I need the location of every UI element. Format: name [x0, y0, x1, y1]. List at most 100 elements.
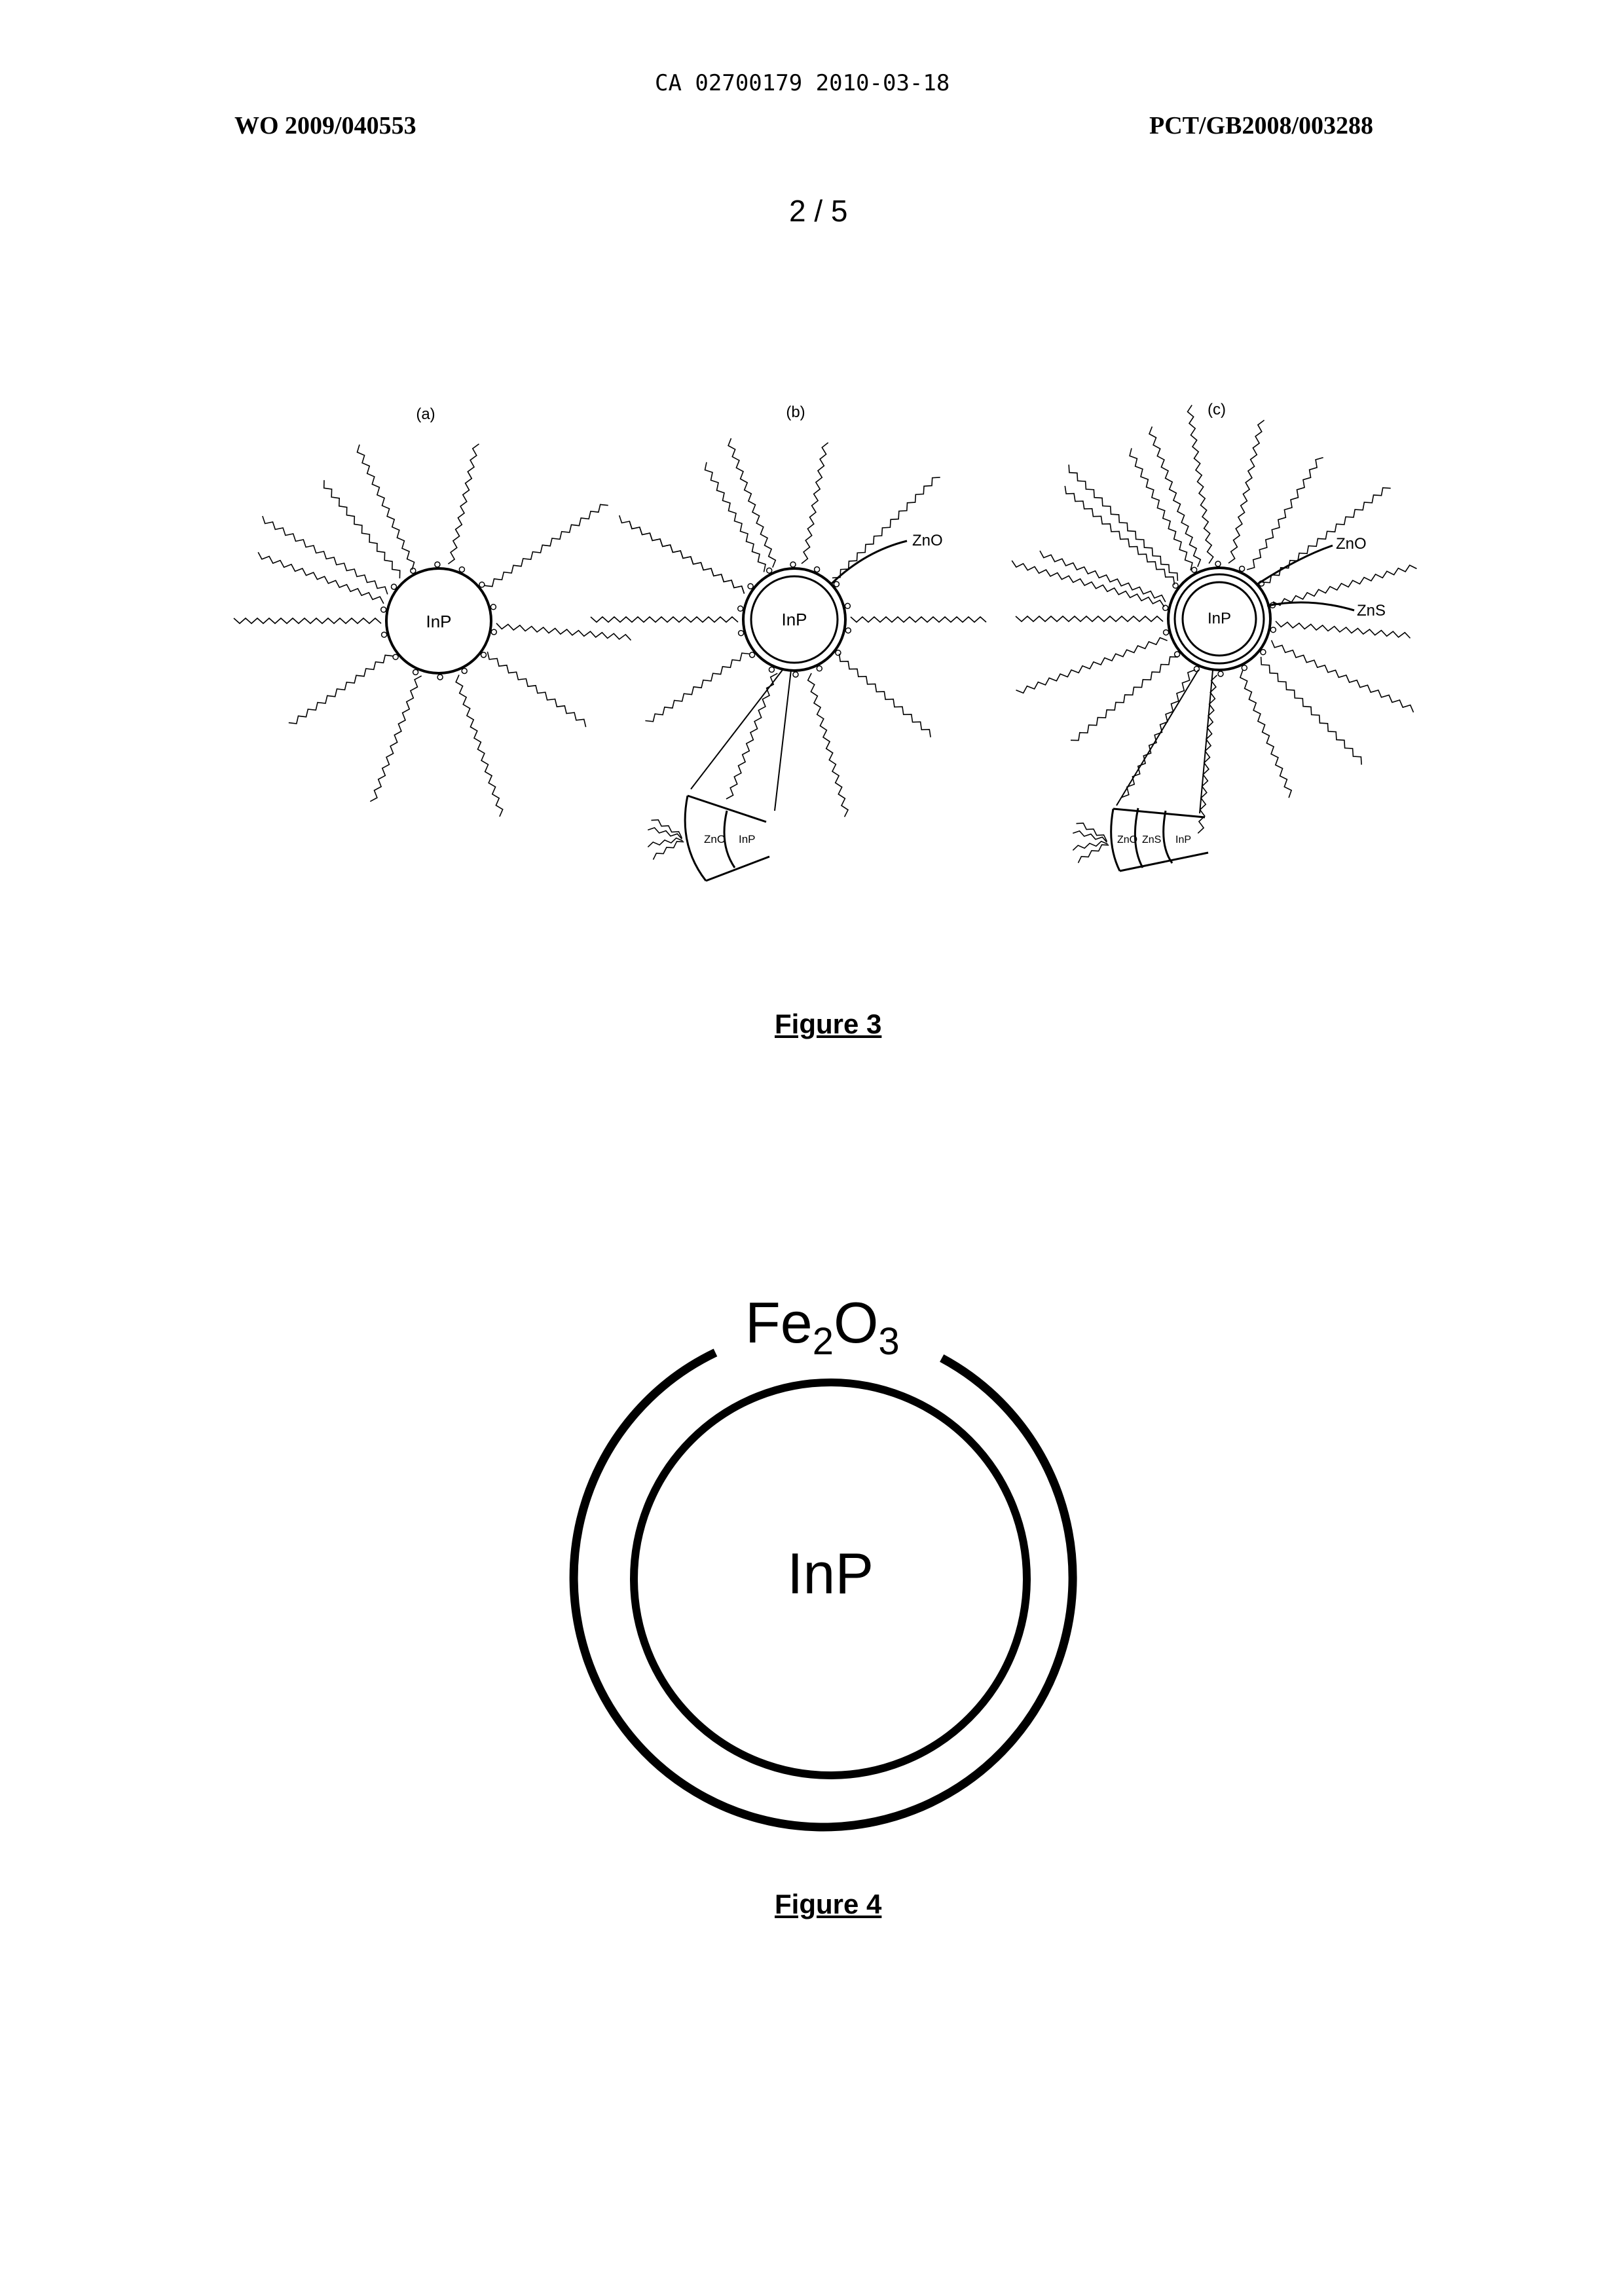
surface-group	[769, 667, 774, 673]
surface-group	[845, 628, 851, 633]
fe2o3-middle: O	[834, 1290, 878, 1355]
surface-group	[748, 583, 753, 589]
ligand-chain	[1276, 621, 1411, 639]
ligand-chain	[496, 623, 631, 640]
surface-group	[817, 666, 822, 671]
surface-group	[815, 567, 820, 572]
inset-ligand-chain	[1073, 831, 1107, 842]
fig4-core-label: InP	[787, 1541, 874, 1606]
surface-group	[1215, 561, 1221, 566]
ligand-chain	[802, 443, 828, 564]
figure-4-drawing: InP Fe2O3	[0, 1270, 1624, 1860]
panel-c-tag: (c)	[1208, 401, 1226, 418]
ligand-chain	[1012, 561, 1164, 607]
ligand-chain	[448, 444, 479, 564]
panel-c-zno-leader-line	[1257, 546, 1333, 584]
figure-3-caption: Figure 3	[775, 1009, 881, 1040]
surface-group	[1163, 605, 1168, 610]
surface-group	[790, 562, 796, 567]
surface-group	[1192, 567, 1197, 572]
ca-document-line: CA 02700179 2010-03-18	[655, 70, 950, 96]
ligand-chain	[1261, 657, 1362, 765]
panel-c-inset-zno-label: ZnO	[1117, 834, 1137, 845]
figure-3-drawing: (a) InP (b) InP ZnO ZnO InP	[0, 367, 1624, 1284]
surface-group	[1164, 630, 1169, 635]
ligand-chain	[263, 516, 388, 595]
surface-group	[1242, 665, 1247, 671]
panel-b-inset-top-edge	[688, 796, 766, 822]
fe2o3-sub-2: 3	[878, 1320, 899, 1363]
panel-b-zoom-line-left	[691, 670, 783, 789]
surface-group	[1218, 671, 1223, 676]
ligand-chain	[808, 673, 848, 817]
surface-group	[491, 629, 496, 635]
surface-group	[381, 607, 386, 612]
ligand-chain	[358, 445, 415, 570]
surface-group	[435, 562, 440, 567]
figure-3-panel-b: (b) InP ZnO ZnO InP	[591, 403, 986, 881]
panel-c-inset-inp-label: InP	[1175, 834, 1191, 845]
surface-group	[462, 669, 467, 674]
inset-ligand-chain	[648, 828, 682, 839]
panel-c-inset-chains	[1073, 823, 1109, 863]
panel-c-inset-arc-3	[1164, 811, 1172, 863]
surface-group	[834, 582, 839, 587]
ligand-chain	[1065, 486, 1174, 585]
surface-group	[437, 675, 443, 680]
ligand-chain	[487, 652, 585, 727]
ligand-chain	[1228, 420, 1264, 563]
panel-c-core-label: InP	[1208, 610, 1231, 627]
fe2o3-base: Fe	[745, 1290, 813, 1355]
surface-group	[1270, 627, 1276, 633]
panel-b-zoom-line-right	[775, 670, 791, 811]
ligand-chain	[1273, 565, 1416, 605]
surface-group	[413, 669, 418, 675]
ligand-chain	[851, 617, 986, 622]
surface-group	[767, 568, 772, 573]
ligand-chain	[629, 521, 744, 594]
surface-group	[411, 568, 416, 574]
ligand-chain	[234, 618, 381, 623]
wo-publication-number: WO 2009/040553	[234, 111, 416, 140]
ligand-chain	[1016, 616, 1163, 621]
ligand-chain	[705, 462, 766, 572]
ligand-chain	[1272, 640, 1414, 713]
ligand-chain	[289, 655, 393, 724]
surface-group	[490, 604, 496, 610]
panel-b-zno-label: ZnO	[912, 532, 943, 549]
panel-b-inset-bottom-edge	[706, 857, 769, 881]
figure-3-panel-c: (c) InP ZnO ZnS ZnO ZnS InP	[1012, 401, 1416, 871]
ligand-chain	[591, 617, 738, 622]
panel-b-zno-leader-line	[830, 541, 907, 585]
ligand-chain	[840, 654, 931, 737]
panel-c-inset-top-edge	[1113, 809, 1205, 817]
surface-group	[836, 650, 841, 656]
figure-4-caption: Figure 4	[775, 1889, 881, 1920]
surface-group	[738, 606, 743, 611]
panel-c-inset-zns-label: ZnS	[1142, 834, 1161, 845]
ligand-chain	[485, 504, 608, 586]
surface-group	[1261, 650, 1266, 655]
sheet-number: 2 / 5	[789, 193, 848, 229]
panel-c-zns-leader-line	[1267, 602, 1354, 610]
panel-c-zoom-line-left	[1116, 670, 1198, 805]
surface-group	[845, 603, 850, 608]
panel-b-core-label: InP	[781, 610, 807, 629]
surface-group	[392, 584, 397, 589]
surface-group	[793, 672, 798, 677]
ligand-chain	[832, 477, 940, 578]
panel-c-zno-label: ZnO	[1336, 535, 1367, 553]
ligand-chain	[1069, 465, 1177, 582]
surface-group	[481, 652, 487, 657]
panel-b-inset-zno-label: ZnO	[704, 833, 726, 845]
panel-a-core-label: InP	[426, 612, 451, 631]
fe2o3-sub-1: 2	[813, 1320, 834, 1363]
ligand-chain	[1240, 670, 1291, 798]
ligand-chain	[728, 438, 775, 567]
panel-c-zns-label: ZnS	[1357, 602, 1386, 620]
surface-group	[459, 567, 464, 572]
panel-c-inset-sector: ZnO ZnS InP	[1111, 808, 1208, 871]
ligand-chain	[645, 653, 749, 722]
fe2o3-shell-label: Fe2O3	[745, 1290, 900, 1363]
